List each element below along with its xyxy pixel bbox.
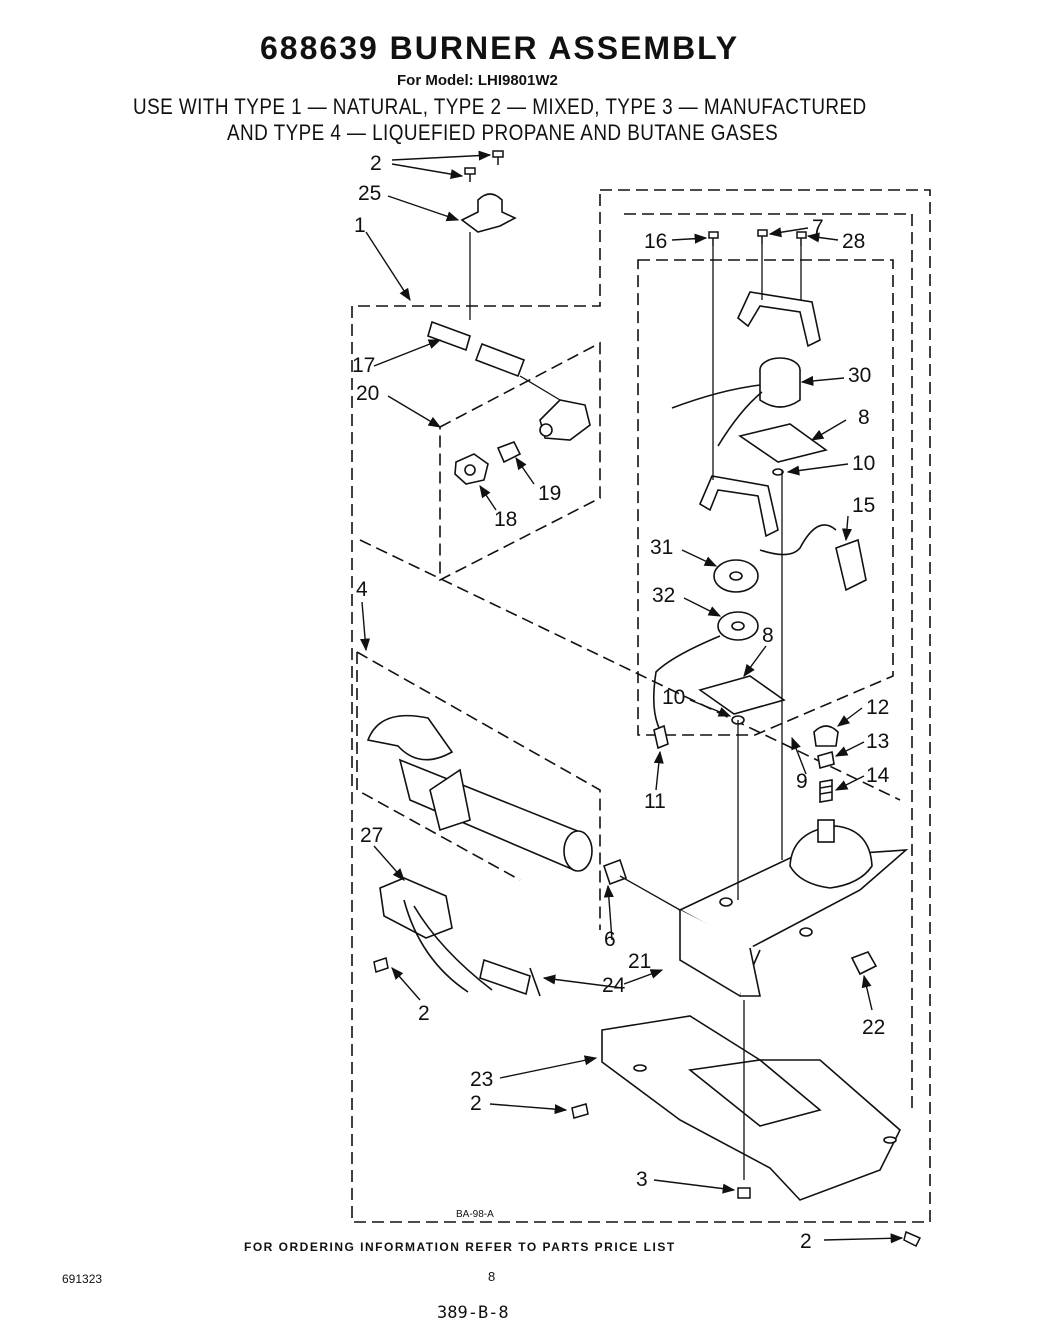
handwritten-note: 389-B-8 xyxy=(437,1303,509,1323)
callout-2: 2 xyxy=(470,1092,482,1115)
callout-3: 3 xyxy=(636,1168,648,1191)
callout-25: 25 xyxy=(358,182,381,205)
connector-part-15 xyxy=(759,524,867,592)
callout-18: 18 xyxy=(494,508,517,531)
page-number: 8 xyxy=(488,1269,496,1284)
callout-14: 14 xyxy=(866,764,890,787)
fitting-part-22 xyxy=(850,951,878,976)
gas-type-line-2: AND TYPE 4 — LIQUEFIED PROPANE AND BUTAN… xyxy=(227,120,779,145)
callout-23: 23 xyxy=(470,1068,493,1091)
callout-1: 1 xyxy=(354,214,366,237)
callout-28: 28 xyxy=(842,230,865,253)
callout-7: 7 xyxy=(812,216,824,239)
callout-27: 27 xyxy=(360,824,383,847)
callout-11: 11 xyxy=(644,790,666,813)
leader-arrows xyxy=(360,150,904,1244)
assembly-boundary xyxy=(351,189,931,1223)
screw-icon xyxy=(464,150,807,246)
callout-16: 16 xyxy=(644,230,667,253)
igniter-bracket-part-27 xyxy=(379,877,493,993)
callout-20: 20 xyxy=(356,382,379,405)
model-label: For Model: LHI9801W2 xyxy=(397,72,558,89)
callout-4: 4 xyxy=(356,578,368,601)
callout-17: 17 xyxy=(352,354,375,377)
callout-12: 12 xyxy=(866,696,889,719)
gas-valve-part-24 xyxy=(678,819,909,998)
screw-icon xyxy=(373,957,922,1248)
gas-type-line-1: USE WITH TYPE 1 — NATURAL, TYPE 2 — MIXE… xyxy=(133,94,867,119)
callout-19: 19 xyxy=(538,482,561,505)
callout-22: 22 xyxy=(862,1016,885,1039)
bracket-upper xyxy=(737,291,821,348)
callout-8: 8 xyxy=(858,406,870,429)
callout-8: 8 xyxy=(762,624,774,647)
callout-24: 24 xyxy=(602,974,626,997)
clamp-part-25 xyxy=(460,193,517,233)
callout-15: 15 xyxy=(852,494,875,517)
tube-part-17 xyxy=(427,320,526,378)
nut-part-18 xyxy=(454,453,489,485)
mounting-bracket-part-23 xyxy=(601,1015,901,1201)
bracket-middle xyxy=(698,475,779,538)
orifice-part-19 xyxy=(496,440,522,464)
ordering-note: FOR ORDERING INFORMATION REFER TO PARTS … xyxy=(244,1240,676,1254)
spring-part-14 xyxy=(819,779,833,803)
callout-32: 32 xyxy=(652,584,675,607)
terminal-part-11 xyxy=(653,724,669,750)
orifice-part-6 xyxy=(602,858,628,886)
coil-part-32 xyxy=(652,611,759,731)
part-13 xyxy=(817,750,835,770)
callout-10: 10 xyxy=(852,452,875,475)
plate-part-8-lower xyxy=(698,675,786,715)
coil-part-31 xyxy=(713,559,759,593)
washer-part-10-upper xyxy=(772,468,784,476)
solenoid-coil-part-30 xyxy=(671,357,801,447)
assembly-lines xyxy=(469,232,802,1180)
valve-fitting-part-20 xyxy=(539,399,591,441)
callout-31: 31 xyxy=(650,536,673,559)
callout-2: 2 xyxy=(800,1230,812,1253)
plate-part-8-upper xyxy=(738,423,828,463)
page-title: 688639 BURNER ASSEMBLY xyxy=(260,30,740,66)
cap-part-12 xyxy=(813,725,839,747)
callout-6: 6 xyxy=(604,928,616,951)
callout-2: 2 xyxy=(418,1002,430,1025)
callout-2: 2 xyxy=(370,152,382,175)
burner-tube-part-4 xyxy=(366,714,593,872)
callout-9: 9 xyxy=(796,770,808,793)
callout-13: 13 xyxy=(866,730,889,753)
callout-30: 30 xyxy=(848,364,871,387)
igniter-part-21 xyxy=(479,958,541,997)
callout-21: 21 xyxy=(628,950,651,973)
document-number: 691323 xyxy=(62,1272,103,1286)
callout-10: 10 xyxy=(662,686,685,709)
drawing-code: BA-98-A xyxy=(456,1209,494,1220)
